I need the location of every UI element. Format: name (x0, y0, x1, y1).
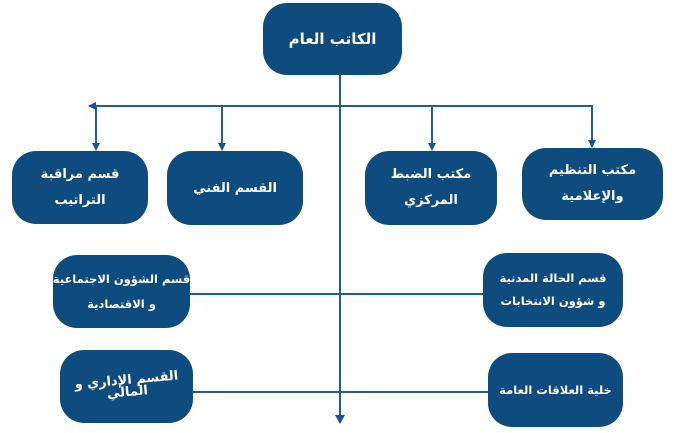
node-regulations-monitoring: قسم مراقبة التراتيب (12, 151, 148, 224)
node-label: الكاتب العام (288, 30, 377, 48)
node-public-relations-cell: خلية العلاقات العامة (488, 353, 623, 427)
node-central-registry-office: مكتب الضبط المركزي (365, 151, 497, 225)
connector-bottom-row-horizontal (193, 391, 488, 393)
node-admin-financial-department: القسم الإداري و المالي (60, 350, 193, 423)
node-label-line: والإعلامية (561, 189, 624, 204)
arrow-down-icon (92, 143, 100, 151)
arrow-left-icon (88, 102, 96, 110)
node-social-economic-affairs: قسم الشؤون الاجتماعية و الاقتصادية (53, 255, 190, 328)
node-organization-media-office: مكتب التنظيم والإعلامية (522, 148, 663, 220)
node-label-line: قسم مراقبة (40, 166, 120, 182)
connector-drop-technical (221, 105, 223, 144)
node-technical-department: القسم الفني (167, 151, 303, 225)
arrow-down-icon (588, 140, 596, 148)
node-civil-status-elections: قسم الحالة المدنية و شؤون الانتخابات (483, 253, 623, 327)
node-label-line: مكتب الضبط (390, 167, 472, 182)
node-label-line: قسم الحالة المدنية (499, 271, 607, 285)
node-label-group: القسم الإداري و المالي (74, 368, 180, 402)
node-label-line: مكتب التنظيم (548, 163, 637, 178)
arrow-down-icon (335, 415, 345, 424)
connector-level2-horizontal (95, 105, 592, 107)
node-label-line: المركزي (404, 193, 458, 208)
node-label-line: قسم الشؤون الاجتماعية (52, 271, 191, 286)
node-label-line: التراتيب (54, 192, 106, 208)
connector-drop-organization-media (591, 105, 593, 141)
node-secretary-general: الكاتب العام (263, 3, 402, 75)
node-label: القسم الفني (193, 180, 277, 196)
connector-drop-regulations (95, 105, 97, 144)
connector-middle-row-horizontal (190, 293, 483, 295)
arrow-down-icon (428, 143, 436, 151)
node-label: خلية العلاقات العامة (499, 383, 612, 397)
node-label-line: و شؤون الانتخابات (500, 294, 606, 308)
arrow-down-icon (218, 143, 226, 151)
connector-center-vertical (339, 75, 341, 417)
node-label-line: و الاقتصادية (87, 296, 156, 311)
connector-drop-central-registry (431, 105, 433, 144)
